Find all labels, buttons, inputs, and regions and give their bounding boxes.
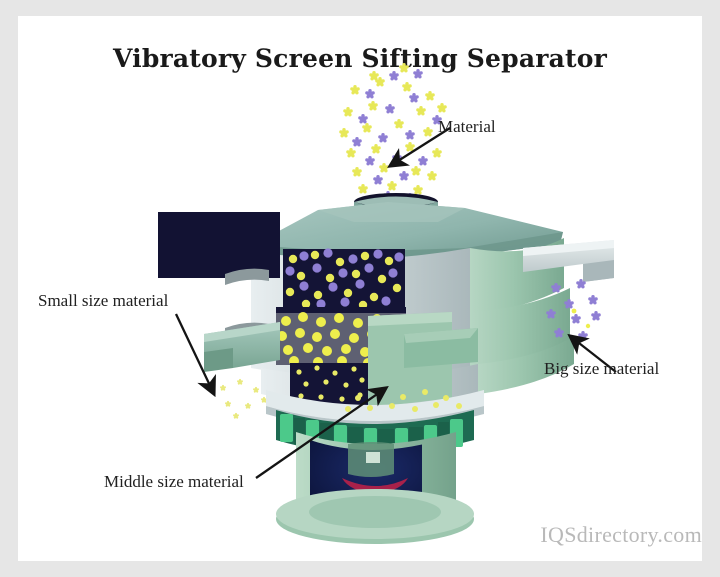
- watermark: IQSdirectory.com: [540, 522, 702, 547]
- feed-stream: [339, 63, 447, 203]
- label-middle-size: Middle size material: [104, 472, 244, 491]
- left-discharge-spout: [204, 322, 280, 372]
- label-material: Material: [438, 117, 496, 136]
- deck-flange-upper: [225, 268, 269, 285]
- cutaway-section-upper: [283, 248, 405, 310]
- right-discharge-spout: [523, 240, 614, 282]
- separator-illustration: [158, 63, 617, 544]
- cutaway-window-top: [158, 212, 280, 278]
- small-size-stream: [220, 378, 267, 419]
- label-big-size: Big size material: [544, 359, 660, 378]
- cutaway-section-lower: [290, 363, 368, 412]
- label-small-size: Small size material: [38, 291, 169, 310]
- arrow-material: [387, 127, 451, 168]
- big-size-stream-fines: [571, 308, 591, 329]
- diagram-canvas: Vibratory Screen Sifting Separator: [18, 16, 702, 561]
- arrow-big-size: [567, 333, 617, 373]
- arrow-small-size: [174, 313, 216, 398]
- arrow-middle-size: [255, 386, 389, 479]
- page-title: Vibratory Screen Sifting Separator: [113, 44, 607, 73]
- base-plate: [276, 489, 474, 544]
- inner-drum: [368, 312, 478, 408]
